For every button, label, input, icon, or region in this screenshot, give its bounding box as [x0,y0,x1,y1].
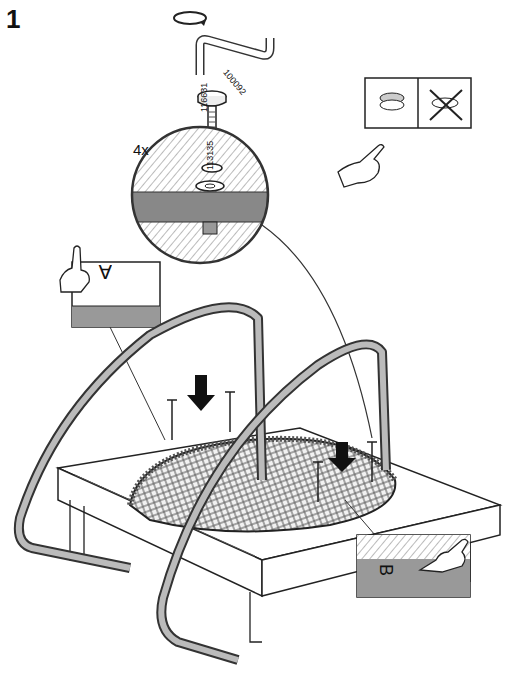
part-number: 116631 [200,83,209,112]
part-letter: A [99,262,112,282]
step-number: 1 [6,6,20,32]
part-letter: B [377,564,395,576]
quantity: 4x [133,142,149,157]
part-number: 113135 [206,141,215,170]
part-number: 100092 [221,68,247,97]
